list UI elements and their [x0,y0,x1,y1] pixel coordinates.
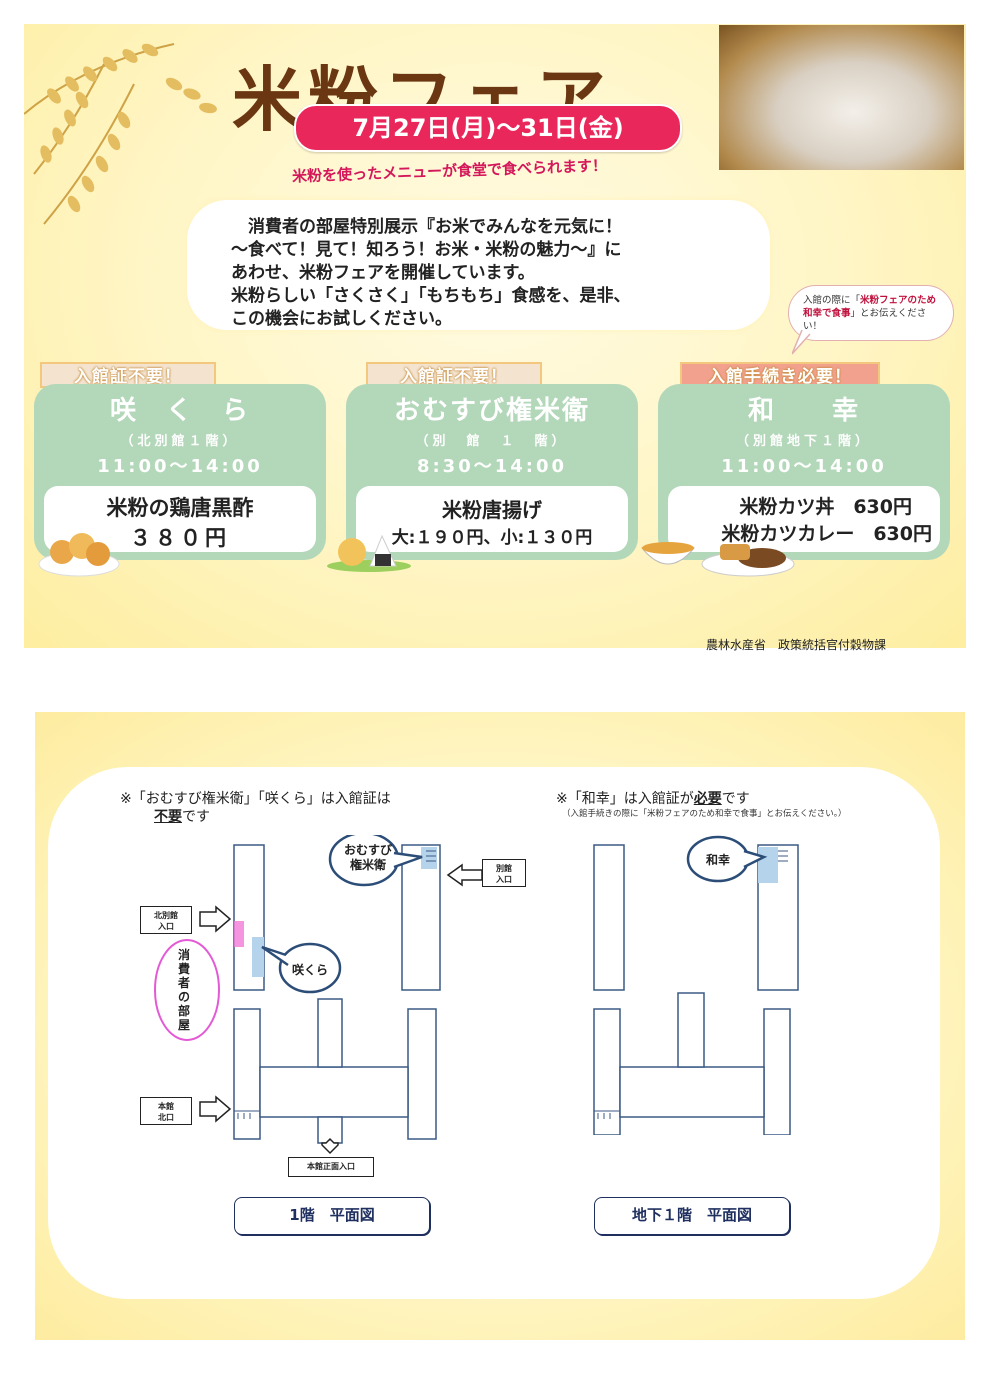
floor1-label: 1階 平面図 [234,1197,430,1235]
shop-location: （別館地下１階） [735,434,872,449]
entrance-honkan-shomen: 本館正面入口 [288,1157,374,1177]
shop-location: （北別館１階） [120,434,240,449]
note-right-pre: ※「和幸」は入館証が [556,791,694,807]
shop-menu: 米粉カツ丼 630円 米粉カツカレー 630円 [668,486,940,552]
shop-panel-omusubi: おむすび権米衛 （別 館 １ 階） 8:30～14:00 米粉唐揚げ 大:１９０… [346,384,638,560]
bubble-text-pre: 入館の際に「 [803,295,861,306]
shop-menu: 米粉の鶏唐黒酢 ３８０円 [44,486,316,552]
menu-item: 米粉の鶏唐黒酢 [106,496,254,520]
note-right: ※「和幸」は入館証が必要です [556,788,750,808]
note-left-tail: です [182,809,210,825]
shop-name: 和 幸 [747,396,860,426]
shop-name: 咲 く ら [109,396,250,426]
rice-stalk-icon [24,43,217,225]
floor1-plan [154,835,483,1155]
intro-text: 消費者の部屋特別展示『お米でみんなを元気に！ ～食べて！見て！知ろう！お米・米粉… [231,217,631,329]
bubble-text-emph: 米粉フェアのため和幸で食事 [803,295,937,319]
fried-chicken-icon [38,533,120,577]
honkan-east-wing [407,1008,437,1140]
floorB1-label: 地下１階 平面図 [594,1197,790,1235]
shop-hours: 11:00～14:00 [97,456,263,477]
menu-item: 米粉カツカレー 630円 [721,523,932,545]
notice-bubble: 入館の際に「米粉フェアのため和幸で食事」とお伝えください！ [788,285,954,341]
shop-name: おむすび権米衛 [393,396,590,426]
onigiri-icon [327,534,411,572]
shop-menu: 米粉唐揚げ 大:１９０円、小:１３０円 [356,486,628,552]
consumer-room-label: 消費者の部屋 [178,948,191,1032]
arrow-honkan-kita-icon [199,1095,232,1123]
entrance-kitabekkan: 北別館 入口 [140,906,192,934]
note-left-line1: ※「おむすび権米衛」「咲くら」は入館証は [120,791,391,807]
menu-price: ３８０円 [130,526,230,550]
callout-omusubi: おむすび 権米衛 [343,843,392,872]
honkan-center [259,1066,409,1118]
menu-price: 大:１９０円、小:１３０円 [391,528,593,548]
honkan-north-block [317,998,343,1068]
note-right-small: （入館手続きの際に「米粉フェアのため和幸で食事」とお伝えください。） [562,809,847,819]
entrance-honkan-kita: 本館 北口 [140,1097,192,1125]
bubble-tail-icon [792,330,811,355]
bekkan-building [401,844,441,991]
callout-wakou: 和幸 [705,853,730,867]
honkan-west-wing [233,1008,261,1140]
note-left-emph: 不要 [154,809,182,825]
shop-location: （別 館 １ 階） [415,434,569,449]
shop-hours: 11:00～14:00 [721,456,887,477]
note-right-emph: 必要 [693,791,722,807]
menu-item: 米粉唐揚げ [442,498,542,522]
arrow-bekkan-icon [446,863,483,887]
note-right-tail: です [721,791,750,807]
callout-sakura: 咲くら [291,963,328,977]
organization-footer: 農林水産省 政策統括官付穀物課 [706,638,887,652]
note-left: ※「おむすび権米衛」「咲くら」は入館証は [120,788,391,808]
rice-flour-photo [719,25,964,170]
intro-box: 消費者の部屋特別展示『お米でみんなを元気に！ ～食べて！見て！知ろう！お米・米粉… [187,200,770,330]
shop-tag-omusubi: 入館証不要！ [366,362,542,388]
shop-panel-wakou: 和 幸 （別館地下１階） 11:00～14:00 米粉カツ丼 630円 米粉カツ… [658,384,950,560]
shop-tag-wakou: 入館手続き必要！ [680,362,880,388]
katsu-dishes-icon [640,542,795,577]
entrance-bekkan: 別館 入口 [482,859,526,887]
arrow-kitabekkan-icon [199,905,232,933]
bubble-text-post: 」とお伝えください！ [803,308,927,332]
shop-panel-sakura: 咲 く ら （北別館１階） 11:00～14:00 米粉の鶏唐黒酢 ３８０円 [34,384,326,560]
arrow-honkan-shomen-icon [321,1137,339,1155]
note-left-line2: 不要です [154,806,210,826]
shop-hours: 8:30～14:00 [416,456,568,477]
menu-item: 米粉カツ丼 630円 [739,496,912,518]
date-badge: 7月27日(月)～31日(金) [294,104,682,152]
floorB1-plan [593,835,799,1135]
